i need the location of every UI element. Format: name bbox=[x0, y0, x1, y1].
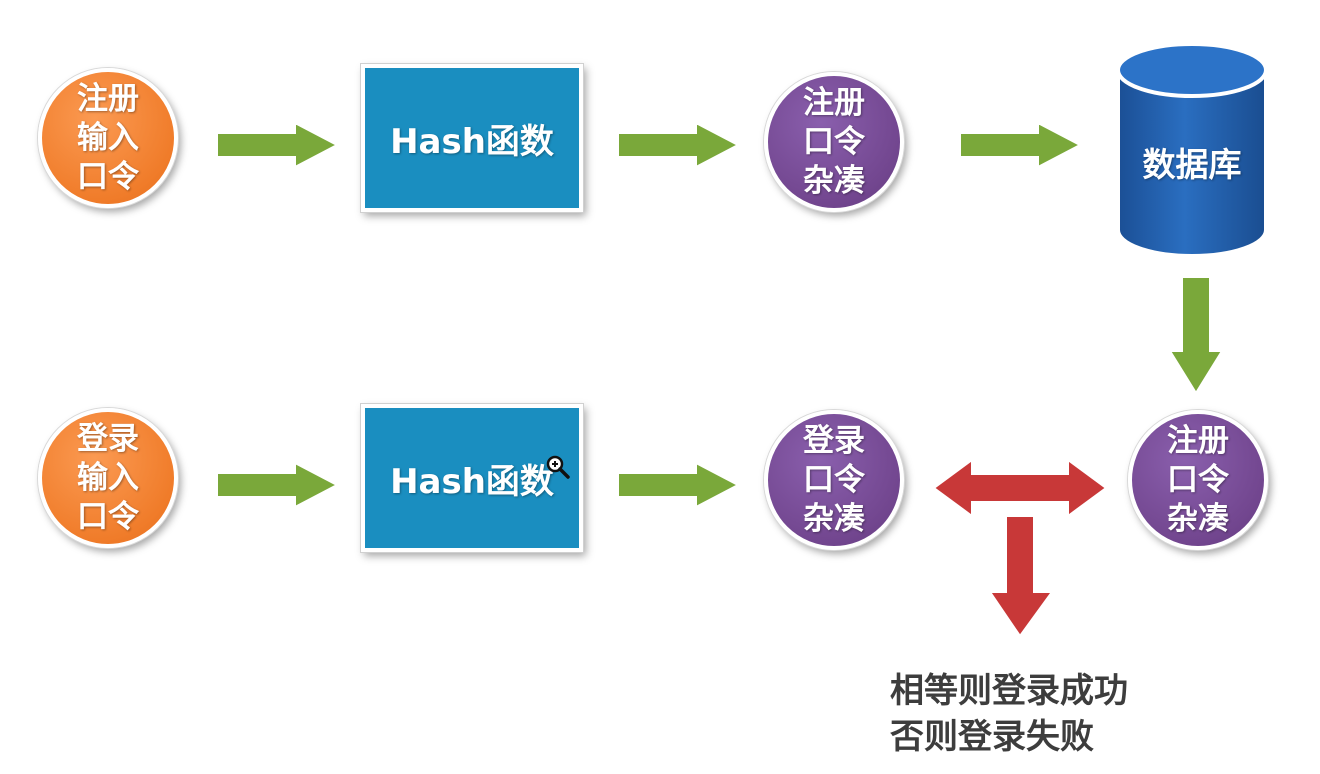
login-hashed-line-1: 登录 bbox=[803, 422, 865, 459]
login-input-line-3: 口令 bbox=[77, 498, 139, 535]
stored-hashed-line-1: 注册 bbox=[1167, 422, 1229, 459]
flow-arrow-3 bbox=[959, 121, 1083, 169]
stored-hashed-line-3: 杂凑 bbox=[1167, 500, 1229, 537]
register-hashed-line-2: 口令 bbox=[803, 123, 865, 160]
flow-arrow-2 bbox=[617, 121, 741, 169]
flow-arrow-4 bbox=[216, 461, 340, 509]
login-hashed-line-3: 杂凑 bbox=[803, 500, 865, 537]
login-input-line-2: 输入 bbox=[77, 459, 139, 496]
register-input-line-3: 口令 bbox=[77, 158, 139, 195]
database-label: 数据库 bbox=[1142, 145, 1242, 184]
flow-arrow-1 bbox=[216, 121, 340, 169]
flow-arrow-down bbox=[1168, 276, 1224, 395]
login-hashed-circle: 登录 口令 杂凑 bbox=[764, 410, 904, 550]
register-hashed-line-3: 杂凑 bbox=[803, 162, 865, 199]
magnifier-icon bbox=[546, 455, 570, 479]
stored-hashed-circle: 注册 口令 杂凑 bbox=[1128, 410, 1268, 550]
login-hashed-line-2: 口令 bbox=[803, 461, 865, 498]
register-input-circle: 注册 输入 口令 bbox=[38, 68, 178, 208]
login-input-circle: 登录 输入 口令 bbox=[38, 408, 178, 548]
database-cylinder-icon bbox=[1116, 42, 1268, 258]
register-hash-label: Hash函数 bbox=[390, 121, 554, 162]
stored-hashed-line-2: 口令 bbox=[1167, 461, 1229, 498]
result-arrow-down bbox=[988, 515, 1054, 638]
result-line-2: 否则登录失败 bbox=[890, 717, 1094, 757]
result-text: 相等则登录成功 否则登录失败 bbox=[890, 668, 1128, 760]
login-hash-label: Hash函数 bbox=[390, 461, 554, 502]
login-hash-box: Hash函数 bbox=[361, 404, 583, 552]
register-input-line-2: 输入 bbox=[77, 119, 139, 156]
result-line-1: 相等则登录成功 bbox=[890, 671, 1128, 711]
register-hashed-circle: 注册 口令 杂凑 bbox=[764, 72, 904, 212]
flow-arrow-5 bbox=[617, 461, 741, 509]
register-hashed-line-1: 注册 bbox=[803, 84, 865, 121]
register-hash-box: Hash函数 bbox=[361, 64, 583, 212]
login-input-line-1: 登录 bbox=[77, 420, 139, 457]
compare-double-arrow bbox=[932, 458, 1108, 518]
register-input-line-1: 注册 bbox=[77, 80, 139, 117]
